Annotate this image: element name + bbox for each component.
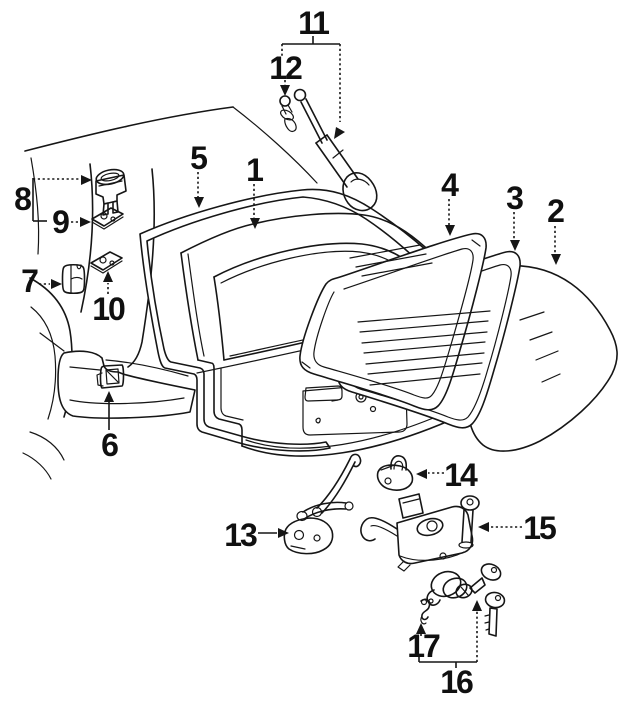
callout-15: 15 (478, 510, 558, 546)
callout-13: 13 (224, 517, 289, 553)
callout-9-label: 9 (52, 204, 69, 240)
callout-5: 5 (190, 140, 209, 208)
callout-10-label: 10 (92, 291, 125, 327)
callout-4: 4 (441, 167, 461, 236)
callout-16: 16 (418, 600, 482, 700)
callout-14: 14 (416, 457, 480, 493)
callout-3: 3 (506, 180, 525, 251)
callout-11: 11 (281, 5, 345, 139)
callout-8-label: 8 (14, 181, 31, 217)
callout-15-label: 15 (523, 510, 556, 546)
callout-17-label: 17 (407, 628, 440, 664)
key-cylinder-set (426, 563, 506, 637)
callout-1: 1 (246, 152, 265, 229)
callout-12: 12 (269, 50, 304, 96)
callout-13-label: 13 (224, 517, 257, 553)
callout-10: 10 (92, 271, 127, 327)
callout-5-label: 5 (190, 140, 207, 176)
glass-weatherstrip (299, 232, 487, 411)
cylinder-clip (420, 598, 431, 625)
hinge-pad (91, 207, 124, 230)
callout-8: 8 (14, 175, 92, 222)
callout-17: 17 (407, 623, 442, 664)
strut-ball-stud (279, 95, 297, 132)
callout-7-label: 7 (21, 263, 38, 299)
callout-11-label: 11 (298, 5, 329, 41)
callout-6-label: 6 (101, 427, 118, 463)
liftgate-hinge (95, 168, 127, 216)
rear-bumper (57, 350, 196, 419)
callout-3-label: 3 (506, 180, 523, 216)
bumper-cushion (96, 364, 125, 389)
callout-4-label: 4 (441, 167, 459, 203)
callout-1-label: 1 (246, 152, 263, 188)
callout-9: 9 (52, 204, 91, 240)
car-body-outline (22, 106, 318, 480)
callout-7: 7 (21, 263, 62, 299)
gas-strut (293, 88, 378, 212)
striker-plate (376, 455, 414, 491)
defroster-lines (349, 244, 491, 386)
callout-12-label: 12 (269, 50, 302, 86)
callout-6: 6 (101, 391, 120, 463)
callout-2-label: 2 (547, 193, 564, 229)
pad-plate (90, 251, 123, 274)
callout-14-label: 14 (444, 457, 478, 493)
lock-assembly (360, 493, 480, 572)
body-clip (61, 263, 86, 295)
latch-lever-assembly (283, 453, 362, 555)
callout-2: 2 (547, 193, 566, 265)
callout-16-label: 16 (440, 664, 473, 700)
